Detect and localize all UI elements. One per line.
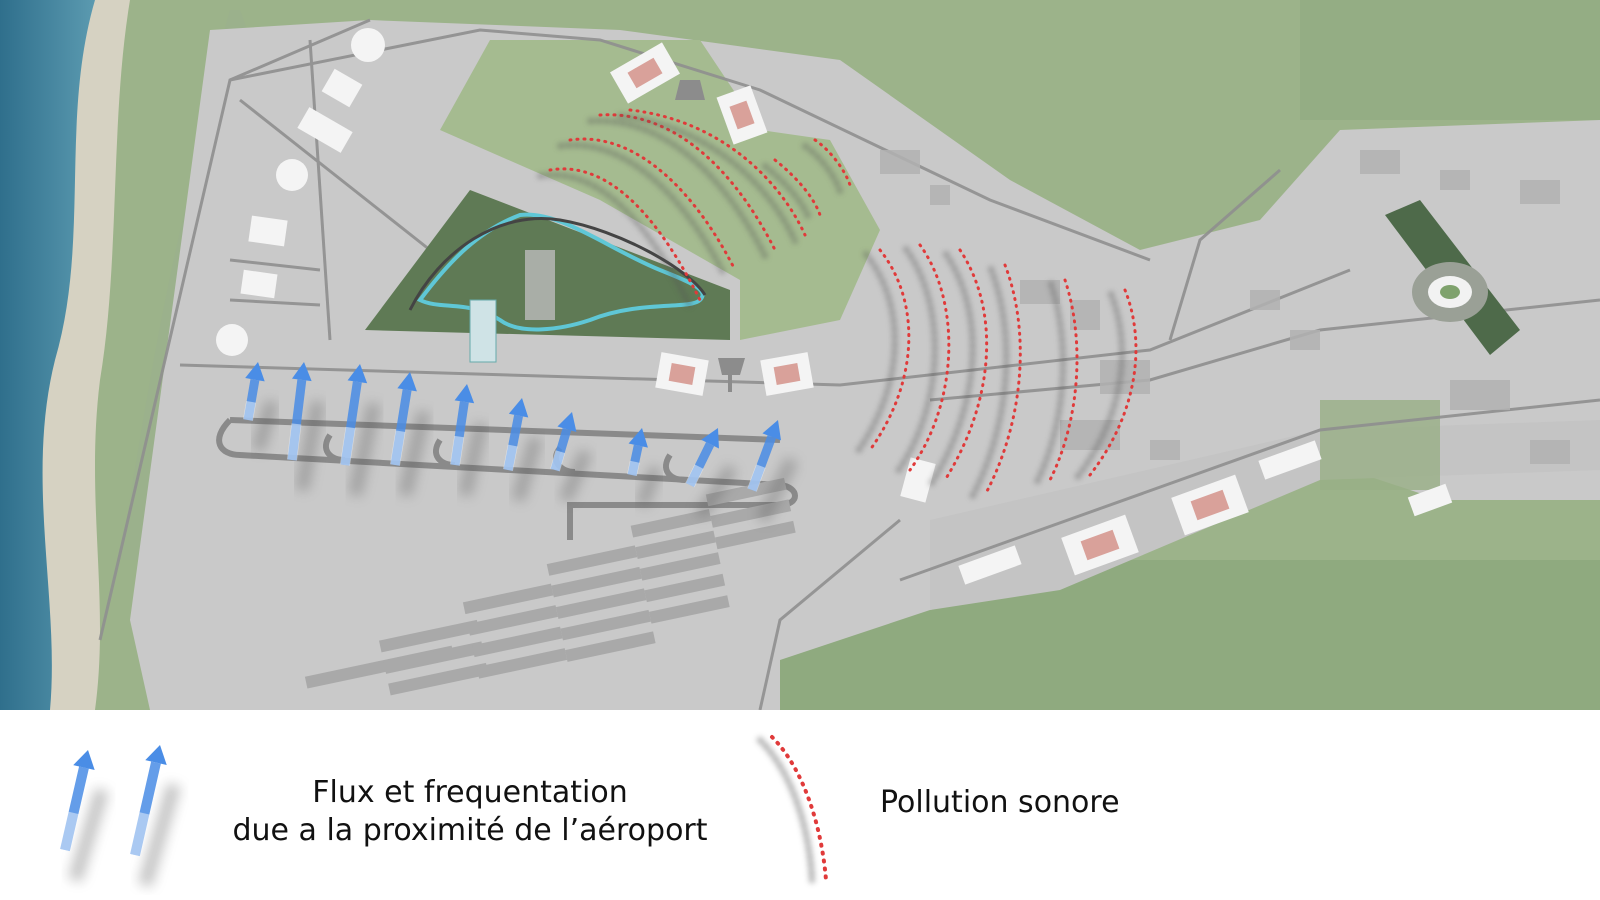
arrow-tail-fade	[450, 435, 465, 466]
noise-arc-shadow	[968, 266, 1009, 502]
arrow-tail-fade	[685, 464, 704, 488]
arrow-shadow	[635, 465, 663, 508]
legend-noise-swatch	[757, 735, 828, 883]
arrow-head	[347, 364, 368, 384]
legend-flux-swatch	[59, 745, 181, 887]
noise-arc-shadow	[1073, 291, 1125, 482]
stadium	[1385, 200, 1520, 355]
arrow-head	[628, 428, 648, 448]
noise-arc	[908, 243, 951, 472]
noise-arc-shadow	[587, 118, 768, 259]
arrow-shaft	[287, 379, 307, 461]
legend-flux-line1: Flux et frequentation	[312, 775, 628, 810]
arrow-tail-fade	[287, 423, 302, 461]
noise-arc-shadow	[557, 142, 728, 279]
legend-arc-dots	[770, 735, 828, 882]
arrow-tail-fade	[243, 401, 257, 421]
arrow-shaft	[243, 378, 260, 421]
noise-arc-shadow	[853, 251, 898, 457]
arrow-head	[454, 384, 475, 404]
hangars	[610, 42, 1249, 576]
green-infield	[440, 40, 880, 340]
noise-arc	[1088, 288, 1138, 477]
noise-arc	[773, 158, 822, 217]
arrow-shaft	[550, 428, 572, 472]
sea	[0, 0, 95, 710]
noise-arcs	[537, 108, 1138, 502]
arrow-shaft	[450, 401, 469, 466]
arrow-shadow	[694, 464, 738, 519]
arrow-tail-fade	[627, 460, 640, 477]
arrow-shaft	[130, 761, 161, 857]
arrow-shadow	[138, 783, 181, 887]
arrow-shadow	[511, 436, 543, 502]
noise-arc-shadow	[802, 143, 843, 194]
land-shade	[1300, 0, 1600, 120]
arrow-shaft	[60, 766, 89, 852]
arrow-tail-fade	[503, 444, 518, 471]
legend-noise-label: Pollution sonore	[880, 785, 1120, 820]
legend-flux-line2: due a la proximité de l’aéroport	[232, 813, 708, 848]
arrow-shadow	[756, 457, 798, 523]
arrow-head	[145, 745, 167, 765]
arrow-tail-fade	[59, 811, 79, 852]
green-infield	[1320, 400, 1440, 490]
arrow-tail-fade	[550, 450, 566, 472]
arrow-shaft	[627, 444, 643, 476]
arrow-tail-fade	[129, 812, 150, 857]
arrow-head	[397, 372, 417, 392]
arrow-tail-fade	[747, 464, 766, 492]
arrow-shaft	[340, 381, 362, 466]
race-circuit	[365, 190, 730, 363]
arrow-shadow	[295, 400, 325, 492]
noise-arc-shadow	[1033, 281, 1066, 487]
arrow-head	[557, 412, 577, 433]
arrow-head	[245, 362, 265, 382]
arrow-shaft	[685, 442, 715, 487]
airport-map	[0, 0, 1600, 710]
airport-zone	[130, 20, 1600, 710]
arrow-head	[508, 398, 529, 418]
noise-arc-shadow	[928, 251, 976, 487]
noise-arc	[813, 138, 852, 187]
arrow-tail-fade	[340, 426, 356, 466]
arrow-tail-fade	[390, 430, 406, 466]
flux-arrows	[243, 362, 798, 523]
noise-arc-shadow	[893, 246, 938, 477]
arrow-head	[73, 750, 95, 771]
map-legend: Flux et frequentation due a la proximité…	[0, 710, 1600, 900]
dotted-noise-arc-icon	[757, 735, 828, 883]
arrow-shaft	[390, 389, 412, 466]
arrow-shadow	[348, 402, 381, 497]
arrow-shadow	[398, 410, 431, 497]
legend-flux-label: Flux et frequentation due a la proximité…	[200, 774, 740, 850]
noise-arc-shadow	[537, 172, 693, 309]
noise-arc-shadow	[617, 113, 798, 244]
noise-arc	[868, 248, 911, 452]
arrow-shadow	[458, 422, 488, 497]
noise-arc	[983, 263, 1022, 497]
arrow-head	[762, 420, 782, 441]
arrow-shadow	[251, 400, 279, 452]
arrow-shadow	[559, 449, 592, 503]
arrow-head	[291, 362, 312, 382]
blue-up-arrow-icon	[59, 745, 181, 887]
noise-arc	[548, 167, 702, 302]
noise-arc	[568, 137, 737, 272]
arrow-head	[701, 428, 719, 449]
legend-arc-shadow	[757, 737, 815, 883]
parking-rows	[304, 477, 796, 696]
arrow-shadow	[68, 787, 109, 883]
arrow-shaft	[747, 435, 776, 492]
noise-arc-shadow	[762, 163, 813, 224]
noise-arc	[943, 248, 989, 482]
arrow-shaft	[503, 414, 523, 471]
